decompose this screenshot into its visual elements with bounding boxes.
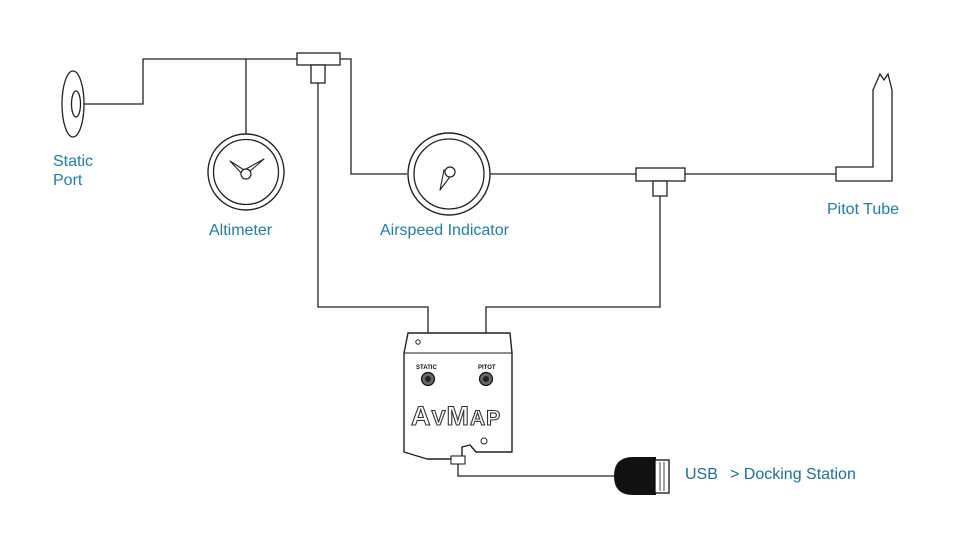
- device-usb-socket: [450, 455, 466, 465]
- avmap-logo: AVMAP: [411, 401, 501, 431]
- pitot-tube-label: Pitot Tube: [827, 201, 900, 218]
- airspeed-static-line: [340, 58, 407, 175]
- usb-cable: [457, 463, 614, 477]
- static-port-icon: [61, 70, 85, 138]
- usb-plug-icon: [614, 457, 670, 495]
- altimeter-icon: [207, 133, 285, 211]
- static-port-label-line1: Static: [53, 153, 94, 170]
- static-port-label-line2: Port: [53, 172, 83, 189]
- altimeter-label: Altimeter: [209, 222, 273, 239]
- pitot-tube-icon: [835, 72, 893, 182]
- docking-station-label: > Docking Station: [730, 466, 856, 483]
- usb-label: USB: [685, 466, 718, 483]
- port-label-static: STATIC: [416, 365, 437, 371]
- avmap-device: STATIC PITOT AVMAP: [403, 332, 513, 465]
- airspeed-indicator-label: Airspeed Indicator: [380, 222, 509, 239]
- airspeed-indicator-icon: [407, 132, 491, 216]
- static-tee-connector: [296, 52, 341, 84]
- static-line: [78, 58, 297, 105]
- pitot-tee-connector: [635, 167, 686, 197]
- static-port-connector: [420, 371, 436, 387]
- device-pitot-line: [485, 196, 661, 373]
- static-port-label: Static Port: [53, 152, 93, 190]
- pitot-port-connector: [478, 371, 494, 387]
- port-label-pitot: PITOT: [478, 365, 496, 371]
